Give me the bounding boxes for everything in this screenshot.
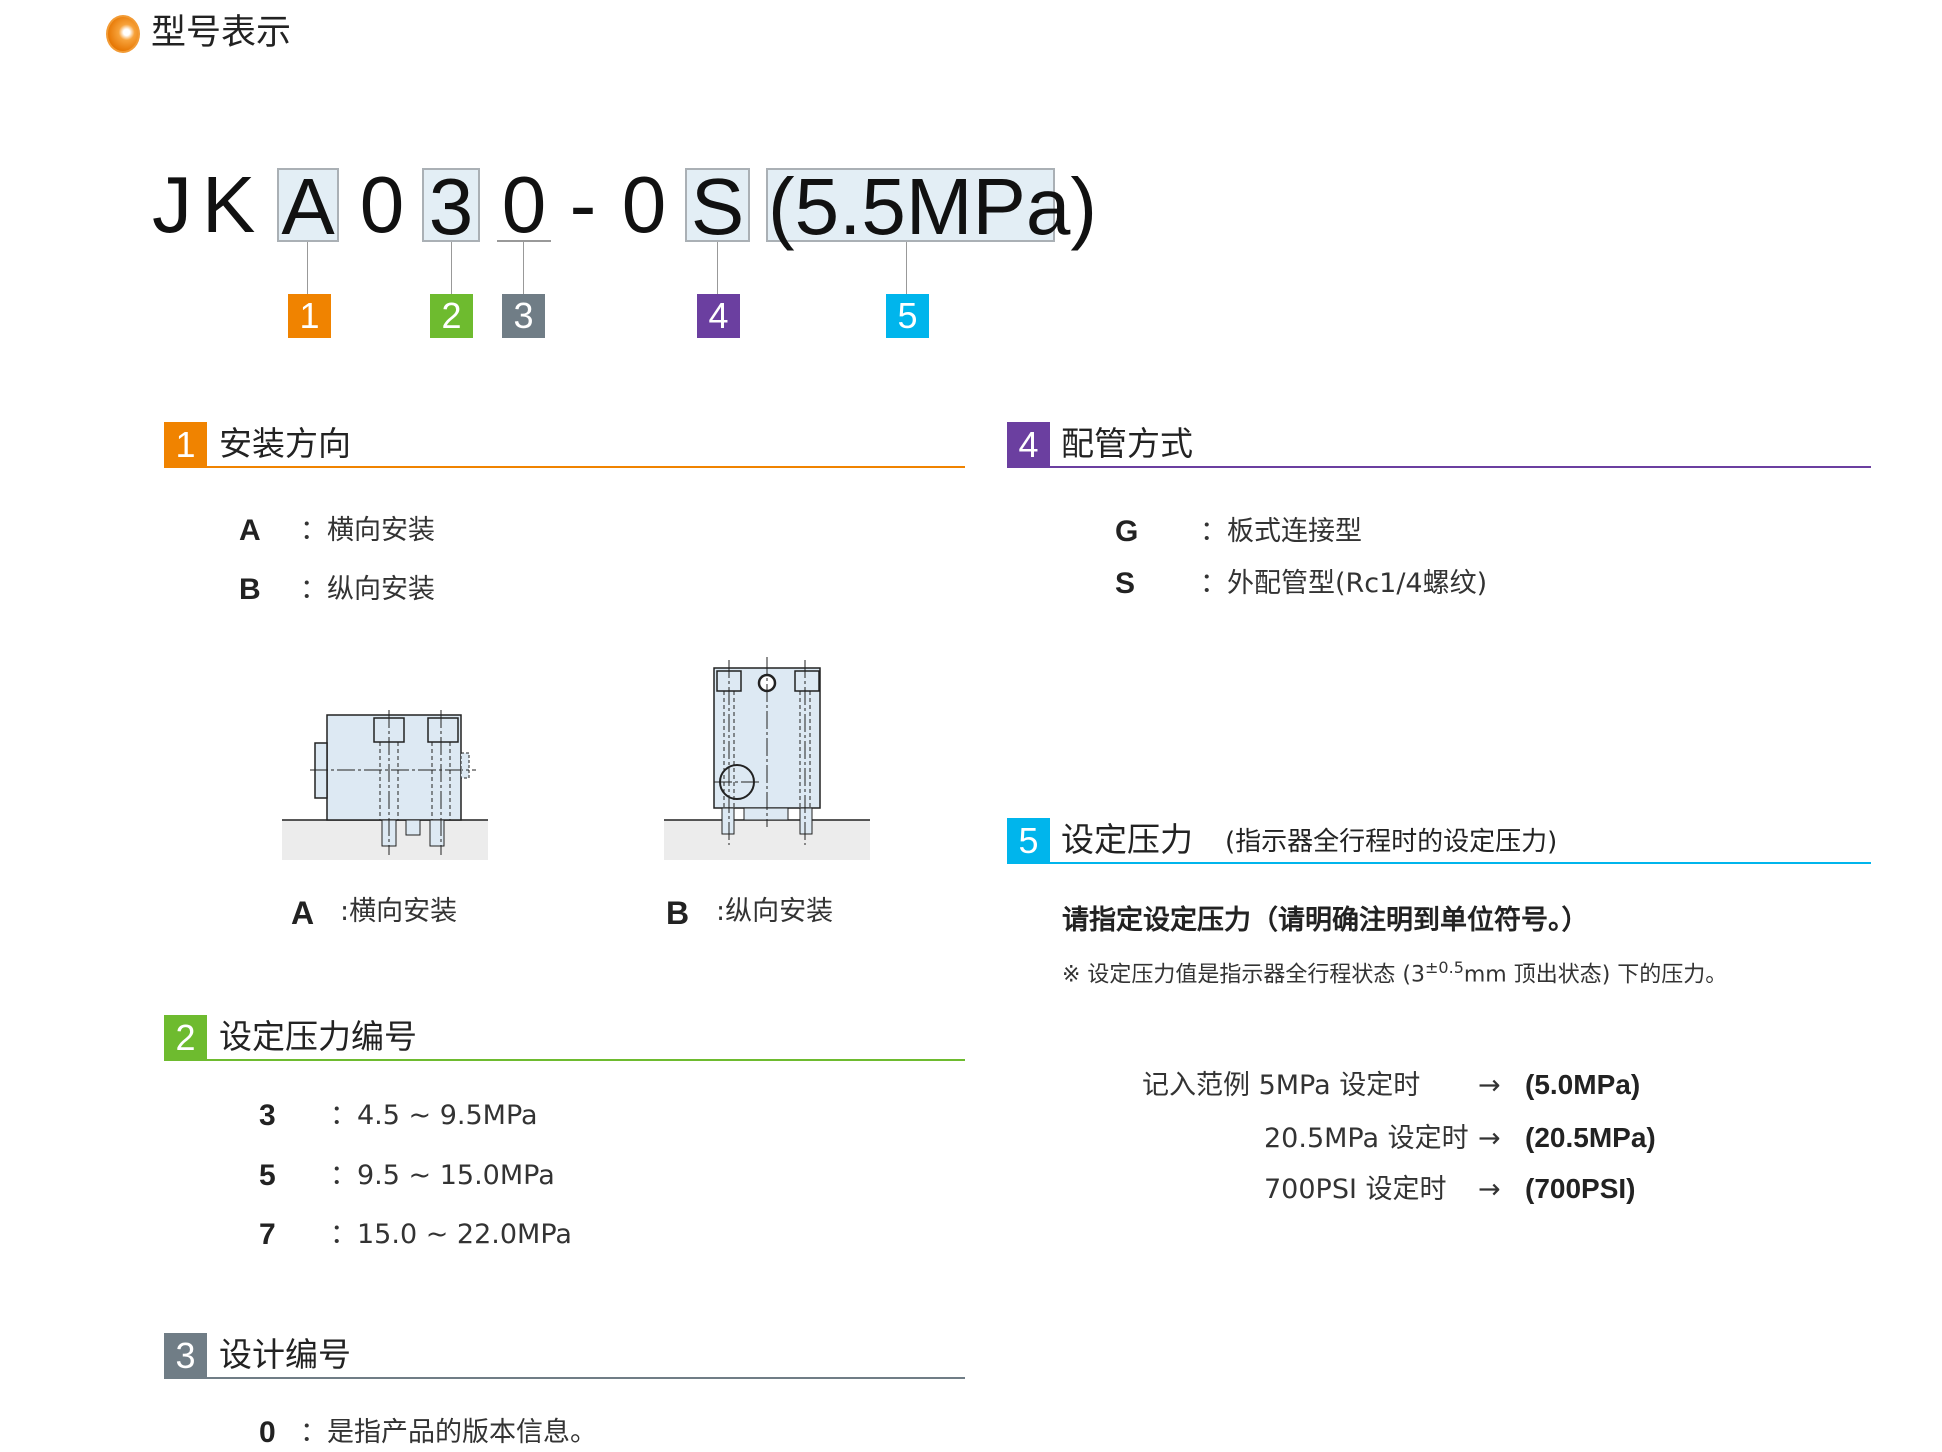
horizontal-mounting-diagram	[282, 710, 488, 860]
connector-line	[307, 242, 308, 294]
code-set-pressure-box: (5.5MPa)	[766, 162, 1097, 251]
section-1-divider	[164, 466, 965, 468]
option-key: B	[239, 573, 261, 606]
callout-badge-2: 2	[430, 294, 473, 338]
section-5-title: 设定压力	[1061, 820, 1193, 859]
option-text: ：是指产品的版本信息。	[300, 1417, 597, 1448]
section-2-divider	[164, 1059, 965, 1061]
orange-bullet-icon	[106, 15, 140, 53]
option-text: ：9.5 ~ 15.0MPa	[330, 1160, 555, 1191]
callout-badge-3: 3	[502, 294, 545, 338]
section-2-title: 设定压力编号	[219, 1017, 417, 1056]
note-text: ※ 设定压力值是指示器全行程状态 (3±0.5mm 顶出状态) 下的压力。	[1062, 960, 1727, 986]
arrow-icon: →	[1478, 1070, 1501, 1101]
option-key: 5	[259, 1159, 276, 1192]
code-design-digit: 0	[497, 165, 551, 245]
section-4-title: 配管方式	[1061, 424, 1193, 463]
code-piping-box: S	[685, 167, 750, 247]
option-key: A	[239, 514, 261, 547]
connector-line	[717, 242, 718, 294]
connector-line	[906, 242, 907, 294]
connector-line	[451, 242, 452, 294]
section-1-badge: 1	[164, 422, 207, 467]
example-label: 20.5MPa 设定时	[1264, 1123, 1469, 1154]
section-2-badge: 2	[164, 1015, 207, 1060]
option-key: 3	[259, 1099, 276, 1132]
option-key: 7	[259, 1218, 276, 1251]
arrow-icon: →	[1478, 1174, 1501, 1205]
figure-b-caption: :纵向安装	[716, 896, 834, 927]
example-result: (5.0MPa)	[1525, 1069, 1641, 1100]
option-text: ：4.5 ~ 9.5MPa	[330, 1100, 538, 1131]
connector-line	[523, 242, 524, 294]
arrow-icon: →	[1478, 1123, 1501, 1154]
note-prefix: ※ 设定压力值是指示器全行程状态 (3	[1062, 962, 1426, 988]
option-key: 0	[259, 1416, 276, 1449]
code-jk: JK	[152, 160, 266, 249]
option-text: ：横向安装	[300, 515, 435, 546]
callout-badge-4: 4	[697, 294, 740, 338]
option-text: ：外配管型(Rc1/4螺纹)	[1200, 568, 1488, 599]
option-text: ：板式连接型	[1200, 516, 1362, 547]
callout-badge-5: 5	[886, 294, 929, 338]
code-mounting-box: A	[277, 167, 339, 247]
figure-a-key: A	[291, 895, 315, 931]
section-5-divider	[1007, 862, 1871, 864]
section-5-badge: 5	[1007, 818, 1050, 863]
section-5-subtitle: (指示器全行程时的设定压力)	[1225, 827, 1558, 857]
instruction-text: 请指定设定压力（请明确注明到单位符号。）	[1062, 905, 1589, 936]
vertical-mounting-diagram	[664, 657, 870, 860]
page-title: 型号表示	[151, 13, 292, 53]
code-digit: 0	[621, 160, 667, 249]
example-label: 700PSI 设定时	[1264, 1174, 1447, 1205]
example-result: (700PSI)	[1525, 1173, 1636, 1204]
section-3-badge: 3	[164, 1333, 207, 1378]
section-3-title: 设计编号	[219, 1335, 351, 1374]
code-digit: 0	[359, 160, 405, 249]
option-text: ：15.0 ~ 22.0MPa	[330, 1219, 572, 1250]
code-pressure-box: 3	[422, 167, 480, 247]
example-label: 记入范例 5MPa 设定时	[1142, 1070, 1421, 1101]
note-tolerance: ±0.5	[1425, 958, 1464, 977]
option-key: G	[1115, 515, 1139, 548]
code-dash: -	[569, 160, 597, 249]
section-1-title: 安装方向	[219, 424, 351, 463]
figure-b-key: B	[666, 895, 690, 931]
note-suffix: mm 顶出状态) 下的压力。	[1463, 962, 1728, 988]
callout-badge-1: 1	[288, 294, 331, 338]
section-3-divider	[164, 1377, 965, 1379]
example-result: (20.5MPa)	[1525, 1122, 1656, 1153]
section-4-divider	[1007, 466, 1871, 468]
figure-a-caption: :横向安装	[340, 896, 458, 927]
section-4-badge: 4	[1007, 422, 1050, 467]
option-key: S	[1115, 567, 1136, 600]
option-text: ：纵向安装	[300, 574, 435, 605]
